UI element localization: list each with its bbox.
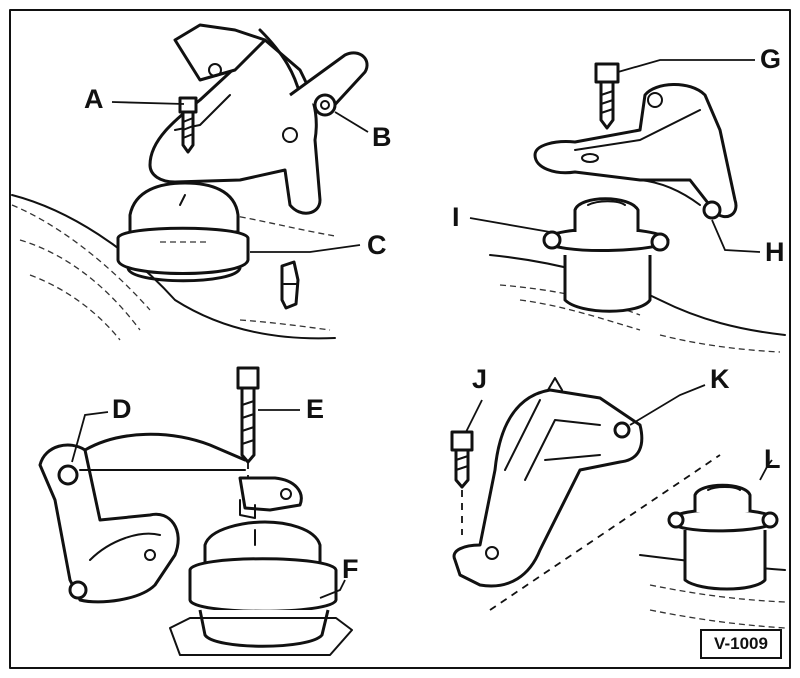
callout-f: F: [342, 554, 359, 584]
callout-e: E: [306, 394, 325, 424]
callout-j: J: [472, 364, 488, 394]
callout-h: H: [765, 237, 785, 267]
diagram-border: [9, 9, 791, 669]
callout-i: I: [452, 202, 460, 232]
panel-top-left: [11, 23, 369, 341]
callout-g: G: [760, 44, 782, 74]
callout-b: B: [372, 122, 392, 152]
callout-d: D: [112, 394, 132, 424]
panel-top-right: [469, 59, 786, 353]
callout-k: K: [710, 364, 730, 394]
callout-a: A: [84, 84, 104, 114]
panel-bottom-right: [450, 377, 786, 629]
reference-code: V-1009: [700, 629, 782, 659]
callout-c: C: [367, 230, 387, 260]
callout-l: L: [764, 444, 781, 474]
panel-bottom-left: [38, 366, 353, 656]
